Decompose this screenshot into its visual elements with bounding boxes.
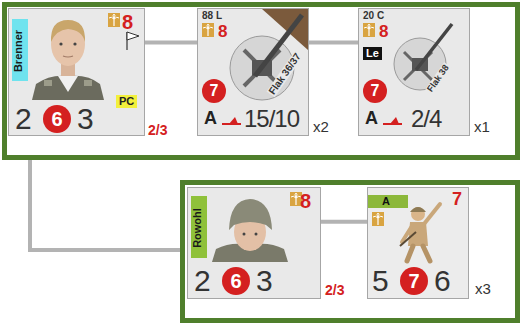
counter-value: 2	[15, 104, 32, 134]
counter-ground	[358, 8, 470, 136]
caliber-label: 88 L	[202, 11, 222, 21]
morale-value: 8	[218, 23, 227, 40]
afrika-icon	[202, 23, 214, 37]
unit-panel: 2/3 x2 x1 8 BrennerPC 263 88 L 8Flak 36/37 7A 15/…	[2, 2, 520, 160]
soldier-leg	[407, 246, 413, 261]
morale-value: 7	[452, 190, 462, 208]
connector-line	[145, 41, 197, 45]
leader-name: Rowohl	[192, 198, 203, 258]
gun-counter: 88 L 8Flak 36/37 7A 15/10	[197, 8, 309, 136]
portrait-shirt	[58, 76, 78, 92]
afrika-icon	[108, 13, 120, 27]
soldier-head	[411, 207, 425, 221]
leader-name: Brenner	[13, 21, 24, 81]
class-label: A	[382, 196, 390, 207]
ammo-class: A	[204, 109, 217, 127]
gun-counter-art	[358, 8, 470, 136]
morale-value: 8	[122, 12, 133, 32]
portrait-eye	[59, 42, 62, 45]
name-bar	[191, 196, 207, 258]
portrait-tunic	[32, 76, 104, 100]
collar-tab	[84, 80, 92, 86]
soldier-helmet	[410, 207, 426, 212]
gun-barrel	[416, 24, 452, 70]
connector-line	[321, 220, 367, 224]
unit-panel: 2/3x38Rowohl263A7576	[180, 180, 520, 323]
squad-counter: A7576	[367, 187, 469, 299]
flag-symbol	[127, 32, 139, 40]
counter-value: 2	[194, 266, 211, 296]
portrait-eye	[73, 42, 76, 45]
aa-symbol	[229, 117, 238, 124]
portrait-helmet	[229, 199, 272, 230]
connector-line	[309, 41, 358, 45]
command-ratio: 2/3	[148, 123, 167, 137]
command-ratio: 2/3	[325, 283, 344, 297]
counter-value: 5	[372, 266, 389, 296]
pc-badge: PC	[116, 95, 137, 108]
firepower-range: 2/4	[411, 107, 441, 131]
counter-value: 6	[434, 266, 451, 296]
portrait-eye	[255, 233, 258, 236]
morale-circle: 6	[43, 105, 71, 133]
counter-ground	[367, 187, 469, 299]
counter-ground	[197, 8, 309, 136]
counter-value: 3	[77, 104, 94, 134]
connector-line	[30, 160, 180, 250]
leader-counter-art	[187, 187, 321, 299]
leader-counter: 8 BrennerPC 263	[8, 8, 145, 136]
unit-count: x1	[474, 119, 490, 134]
soldier-leg	[423, 246, 430, 261]
soldier-arm	[424, 204, 440, 224]
morale-circle: 7	[202, 79, 226, 103]
gun-type-badge: Le	[363, 47, 382, 60]
morale-value: 8	[379, 23, 388, 40]
portrait-hair	[51, 20, 85, 42]
collar-tab	[44, 80, 52, 86]
ammo-class: A	[365, 109, 378, 127]
portrait-eye	[243, 233, 246, 236]
morale-circle: 6	[222, 267, 250, 295]
counter-ground	[8, 8, 145, 136]
firepower-range: 15/10	[244, 107, 299, 131]
morale-circle: 7	[400, 267, 428, 295]
unit-count: x3	[475, 281, 491, 296]
gun-name: Flak 38	[425, 63, 451, 95]
name-bar	[12, 19, 28, 81]
gun-name: Flak 36/37	[267, 51, 304, 98]
leader-counter: 8 Rowohl 263	[187, 187, 321, 299]
afrika-icon	[363, 23, 375, 37]
afrika-icon	[372, 212, 384, 226]
unit-count: x2	[313, 119, 329, 134]
morale-value: 8	[300, 191, 311, 211]
gun-counter: 20 C 8LeFlak 38 7A 2/4	[358, 8, 470, 136]
counter-value: 3	[256, 266, 273, 296]
class-bar	[368, 195, 408, 208]
squad-counter-art	[367, 187, 469, 299]
portrait-mouth	[63, 56, 73, 57]
caliber-label: 20 C	[363, 11, 384, 21]
aa-symbol	[390, 117, 399, 124]
morale-circle: 7	[363, 79, 387, 103]
gun-counter-art	[197, 8, 309, 136]
leader-counter-art	[8, 8, 145, 136]
counter-ground	[187, 187, 321, 299]
